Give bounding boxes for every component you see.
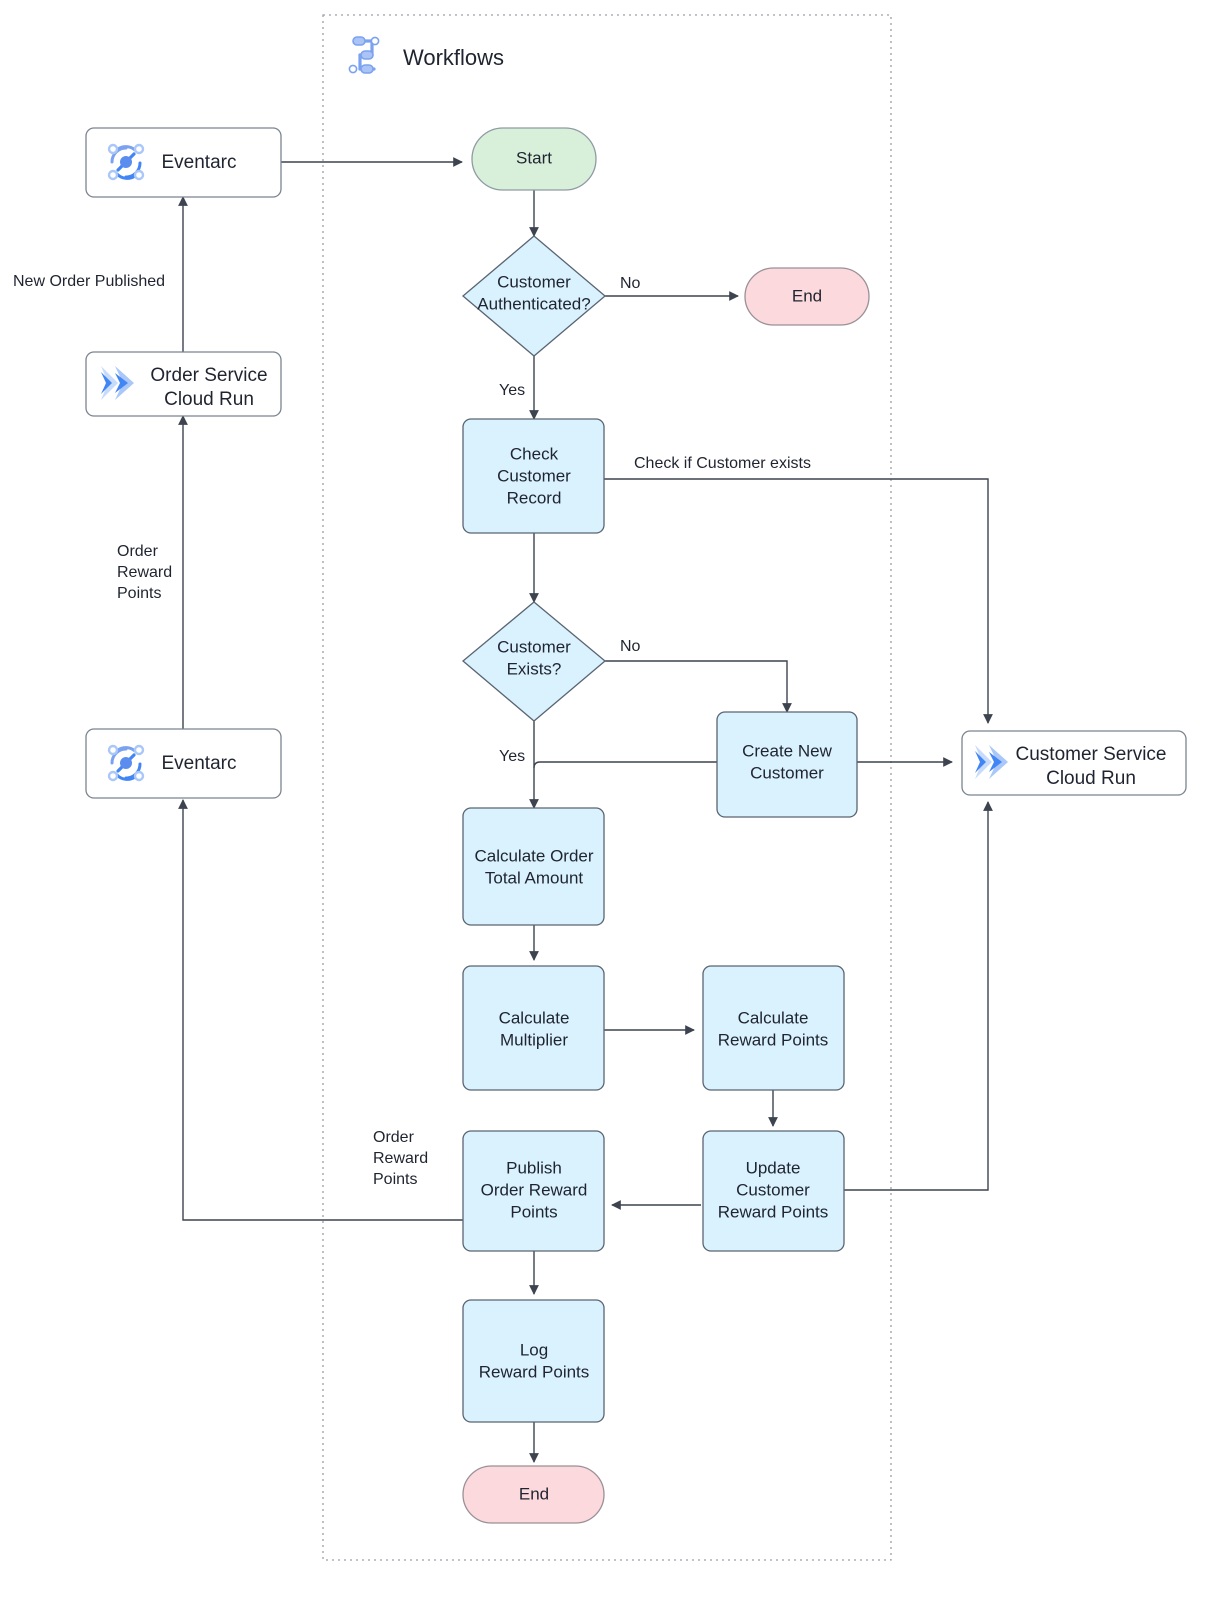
node-check-record-line1: Check: [510, 444, 559, 463]
node-order-service-label-line1: Order Service: [150, 365, 267, 386]
edge-label-order-reward-points-line3: Points: [117, 585, 161, 602]
node-customer-authenticated-decision[interactable]: Customer Authenticated?: [461, 235, 607, 357]
node-calc-reward-line2: Reward Points: [718, 1030, 829, 1049]
node-eventarc-top-label: Eventarc: [162, 152, 237, 173]
node-create-new-customer[interactable]: Create New Customer: [716, 711, 858, 818]
node-end-auth-label: End: [792, 286, 822, 305]
edge-label-exists-no: No: [620, 638, 641, 655]
eventarc-icon: [107, 143, 145, 181]
node-publish-order-reward-points[interactable]: Publish Order Reward Points: [462, 1130, 605, 1252]
node-order-service-label-line2: Cloud Run: [164, 389, 254, 410]
node-create-customer-line1: Create New: [742, 741, 832, 760]
node-check-customer-record[interactable]: Check Customer Record: [462, 418, 605, 534]
node-end-final-label: End: [519, 1484, 549, 1503]
node-update-customer-line3: Reward Points: [718, 1202, 829, 1221]
node-end-unauthenticated[interactable]: End: [744, 267, 870, 326]
edge-update-customer-to-customer-service: [844, 801, 993, 1191]
node-eventarc-top[interactable]: Eventarc: [85, 127, 282, 198]
node-start[interactable]: Start: [471, 127, 597, 191]
node-exists-label-line1: Customer: [497, 637, 571, 656]
edge-label-new-order-published: New Order Published: [13, 273, 165, 290]
edge-label-pub-order-line2: Reward: [373, 1150, 428, 1167]
cloud-run-icon: [975, 745, 1008, 779]
node-customer-service-cloud-run[interactable]: Customer Service Cloud Run: [961, 730, 1187, 796]
node-multiplier-line2: Multiplier: [500, 1030, 568, 1049]
node-order-total-line1: Calculate Order: [474, 846, 593, 865]
node-update-customer-line2: Customer: [736, 1180, 810, 1199]
node-check-record-line3: Record: [507, 488, 562, 507]
edge-label-pub-order-line1: Order: [373, 1129, 415, 1146]
node-order-service-cloud-run[interactable]: Order Service Cloud Run: [85, 351, 282, 417]
node-eventarc-bottom-label: Eventarc: [162, 753, 237, 774]
edge-yes-branch-to-create-customer-row: [533, 761, 717, 769]
node-log-reward-points[interactable]: Log Reward Points: [462, 1299, 605, 1423]
cloud-run-icon: [101, 366, 134, 400]
edge-label-exists-yes: Yes: [499, 748, 525, 765]
node-eventarc-bottom[interactable]: Eventarc: [85, 728, 282, 799]
node-publish-line3: Points: [510, 1202, 557, 1221]
edge-exists-no-to-create-new-customer: [605, 660, 792, 713]
node-start-label: Start: [516, 148, 552, 167]
edge-label-pub-order-line3: Points: [373, 1171, 417, 1188]
node-calc-reward-line1: Calculate: [738, 1008, 809, 1027]
eventarc-icon: [107, 744, 145, 782]
node-customer-exists-decision[interactable]: Customer Exists?: [461, 601, 607, 722]
edge-check-record-to-customer-service: [604, 478, 993, 724]
node-end-final[interactable]: End: [462, 1465, 605, 1524]
node-publish-line1: Publish: [506, 1158, 562, 1177]
edge-publish-to-eventarc-bottom: [178, 799, 463, 1221]
node-multiplier-line1: Calculate: [499, 1008, 570, 1027]
edge-label-order-reward-points-line2: Reward: [117, 564, 172, 581]
edge-label-order-reward-points-line1: Order: [117, 543, 159, 560]
node-exists-label-line2: Exists?: [507, 659, 562, 678]
edge-label-auth-no: No: [620, 275, 641, 292]
edge-label-auth-yes: Yes: [499, 382, 525, 399]
node-update-customer-line1: Update: [746, 1158, 801, 1177]
node-auth-label-line2: Authenticated?: [477, 294, 590, 313]
node-check-record-line2: Customer: [497, 466, 571, 485]
node-log-line2: Reward Points: [479, 1362, 590, 1381]
workflows-icon: [348, 36, 380, 74]
node-calculate-reward-points[interactable]: Calculate Reward Points: [702, 965, 845, 1091]
node-publish-line2: Order Reward: [481, 1180, 588, 1199]
node-order-total-line2: Total Amount: [485, 868, 584, 887]
node-calculate-order-total[interactable]: Calculate Order Total Amount: [462, 807, 605, 926]
workflows-group-label: Workflows: [403, 45, 504, 70]
workflows-group-container: [322, 14, 892, 1561]
node-auth-label-line1: Customer: [497, 272, 571, 291]
node-log-line1: Log: [520, 1340, 548, 1359]
node-customer-service-label-line1: Customer Service: [1016, 744, 1167, 765]
node-update-customer-reward-points[interactable]: Update Customer Reward Points: [702, 1130, 845, 1252]
node-create-customer-line2: Customer: [750, 763, 824, 782]
node-customer-service-label-line2: Cloud Run: [1046, 768, 1136, 789]
node-calculate-multiplier[interactable]: Calculate Multiplier: [462, 965, 605, 1091]
edge-label-check-if-customer-exists: Check if Customer exists: [634, 455, 811, 472]
